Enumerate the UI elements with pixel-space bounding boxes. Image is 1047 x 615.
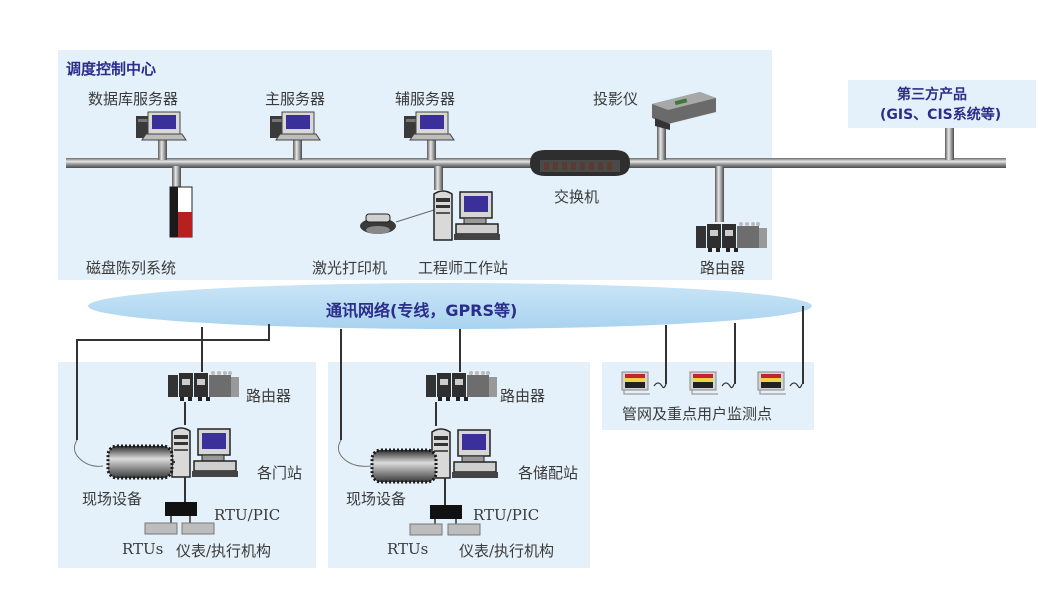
control-center-title: 调度控制中心 [66,60,157,78]
storage-rtus-label: RTUs [387,540,429,558]
network-links [76,306,804,440]
engineer-workstation-label: 工程师工作站 [418,259,509,277]
gate-rtu-plc-label: RTU/PIC [214,506,281,524]
gate-router-label: 路由器 [246,387,292,405]
projector-icon [652,92,716,130]
database-server-label: 数据库服务器 [88,90,179,108]
gate-station-label: 各门站 [257,464,303,482]
gate-field-equipment-label: 现场设备 [82,490,143,508]
gate-rtu-plc-icon [165,502,197,516]
laser-printer-label: 激光打印机 [312,259,388,277]
switch-icon [530,150,630,176]
monitoring-label: 管网及重点用户监测点 [622,405,773,423]
router-icon [696,222,767,252]
router-label: 路由器 [700,259,746,277]
main-server-label: 主服务器 [265,90,326,108]
storage-field-device-icon [370,448,438,484]
gate-instruments-label: 仪表/执行机构 [176,542,272,560]
gate-field-device-icon [106,444,174,480]
storage-router-label: 路由器 [500,387,546,405]
gate-router-icon [168,371,239,401]
disk-array-label: 磁盘陈列系统 [86,259,177,277]
monitoring-point-icon [757,371,787,395]
storage-rtu-plc-icon [430,505,462,519]
third-party-title: 第三方产品 [897,87,967,103]
engineer-workstation-icon [433,190,501,241]
storage-rtus-icon [409,523,443,536]
monitoring-point-icon [621,371,651,395]
storage-instruments-icon [447,523,481,536]
gate-station-icon [171,427,239,478]
third-party-panel [848,80,1036,128]
storage-router-icon [426,371,497,401]
projector-label: 投影仪 [593,90,639,108]
storage-station-label: 各储配站 [518,464,579,482]
laser-printer-icon [360,209,435,234]
disk-array-icon [169,186,193,238]
aux-server-label: 辅服务器 [395,90,456,108]
main-server-icon [269,111,321,141]
switch-label: 交换机 [554,188,600,206]
aux-server-icon [403,111,455,141]
storage-rtu-plc-label: RTU/PIC [473,506,540,524]
gate-rtus-icon [144,522,178,535]
storage-field-equipment-label: 现场设备 [346,490,407,508]
monitoring-point-icon [689,371,719,395]
storage-instruments-label: 仪表/执行机构 [459,542,555,560]
gate-instruments-icon [181,522,215,535]
third-party-subtitle: (GIS、CIS系统等) [880,107,1002,123]
storage-station-icon [431,428,499,479]
network-label: 通讯网络(专线，GPRS等) [326,301,518,320]
database-server-icon [135,111,187,141]
gate-rtus-label: RTUs [122,540,164,558]
network-cloud [88,283,812,329]
